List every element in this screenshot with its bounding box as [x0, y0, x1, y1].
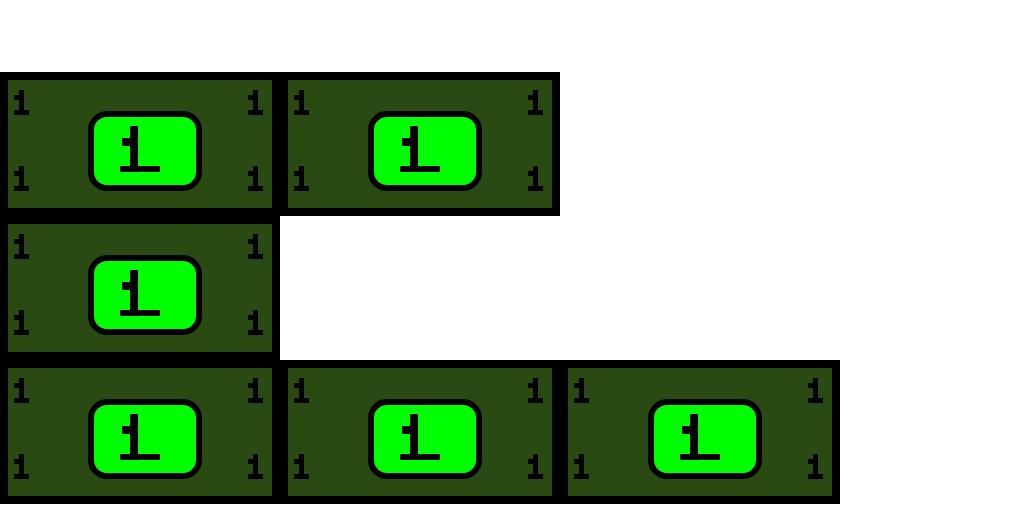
dollar-bill[interactable]: 1 1 1 1 1: [0, 216, 280, 360]
bill-face: 1 1 1 1 1: [8, 80, 263, 191]
bill-face: 1 1 1 1 1: [288, 368, 543, 479]
corner-numeral-top-right: 1: [248, 233, 263, 259]
corner-numeral-bottom-left: 1: [14, 165, 29, 191]
corner-numeral-top-left: 1: [574, 377, 589, 403]
svg-text:1: 1: [248, 165, 249, 167]
bill-face: 1 1 1 1 1: [8, 224, 263, 335]
svg-text:1: 1: [248, 309, 249, 311]
svg-text:1: 1: [14, 377, 15, 379]
svg-text:1: 1: [294, 377, 295, 379]
svg-text:1: 1: [248, 377, 249, 379]
center-numeral: 1: [568, 368, 720, 460]
svg-text:1: 1: [14, 89, 15, 91]
svg-text:1: 1: [14, 233, 15, 235]
corner-numeral-bottom-right: 1: [808, 453, 823, 479]
corner-numeral-bottom-right: 1: [528, 165, 543, 191]
corner-numeral-bottom-right: 1: [248, 309, 263, 335]
svg-text:1: 1: [288, 368, 289, 369]
dollar-bill[interactable]: 1 1 1 1 1: [0, 360, 280, 504]
svg-text:1: 1: [248, 233, 249, 235]
corner-numeral-top-left: 1: [14, 233, 29, 259]
svg-text:1: 1: [568, 368, 569, 369]
svg-text:1: 1: [528, 89, 529, 91]
center-plate: [648, 399, 762, 479]
corner-numeral-top-left: 1: [294, 377, 309, 403]
dollar-bill[interactable]: 1 1 1 1 1: [560, 360, 840, 504]
center-numeral: 1: [288, 368, 440, 460]
corner-numeral-bottom-left: 1: [294, 453, 309, 479]
center-numeral: 1: [288, 80, 440, 172]
svg-text:1: 1: [8, 368, 9, 369]
svg-text:1: 1: [294, 89, 295, 91]
svg-text:1: 1: [294, 453, 295, 455]
svg-text:1: 1: [574, 453, 575, 455]
corner-numeral-top-right: 1: [808, 377, 823, 403]
corner-numeral-bottom-right: 1: [248, 453, 263, 479]
corner-numeral-top-left: 1: [14, 377, 29, 403]
bill-face: 1 1 1 1 1: [288, 80, 543, 191]
svg-text:1: 1: [808, 377, 809, 379]
svg-text:1: 1: [528, 453, 529, 455]
bill-face: 1 1 1 1 1: [568, 368, 823, 479]
corner-numeral-top-left: 1: [14, 89, 29, 115]
dollar-bill[interactable]: 1 1 1 1 1: [280, 360, 560, 504]
corner-numeral-bottom-left: 1: [294, 165, 309, 191]
svg-text:1: 1: [8, 224, 9, 225]
dollar-bill[interactable]: 1 1 1 1 1: [280, 72, 560, 216]
svg-text:1: 1: [294, 165, 295, 167]
svg-text:1: 1: [8, 80, 9, 81]
bill-face: 1 1 1 1 1: [8, 368, 263, 479]
svg-text:1: 1: [14, 453, 15, 455]
corner-numeral-top-right: 1: [528, 377, 543, 403]
svg-text:1: 1: [14, 165, 15, 167]
corner-numeral-bottom-right: 1: [248, 165, 263, 191]
svg-text:1: 1: [574, 377, 575, 379]
center-plate: [368, 399, 482, 479]
svg-text:1: 1: [248, 453, 249, 455]
center-plate: [88, 255, 202, 335]
corner-numeral-bottom-left: 1: [14, 309, 29, 335]
dollar-bill[interactable]: 1 1 1 1 1: [0, 72, 280, 216]
center-numeral: 1: [8, 368, 160, 460]
corner-numeral-top-right: 1: [528, 89, 543, 115]
center-numeral: 1: [8, 224, 160, 316]
center-numeral: 1: [8, 80, 160, 172]
corner-numeral-bottom-left: 1: [14, 453, 29, 479]
center-plate: [88, 111, 202, 191]
svg-text:1: 1: [248, 89, 249, 91]
svg-text:1: 1: [528, 377, 529, 379]
corner-numeral-bottom-right: 1: [528, 453, 543, 479]
svg-text:1: 1: [528, 165, 529, 167]
svg-text:1: 1: [14, 309, 15, 311]
svg-text:1: 1: [288, 80, 289, 81]
corner-numeral-top-right: 1: [248, 89, 263, 115]
corner-numeral-bottom-left: 1: [574, 453, 589, 479]
corner-numeral-top-right: 1: [248, 377, 263, 403]
corner-numeral-top-left: 1: [294, 89, 309, 115]
center-plate: [88, 399, 202, 479]
center-plate: [368, 111, 482, 191]
svg-text:1: 1: [808, 453, 809, 455]
